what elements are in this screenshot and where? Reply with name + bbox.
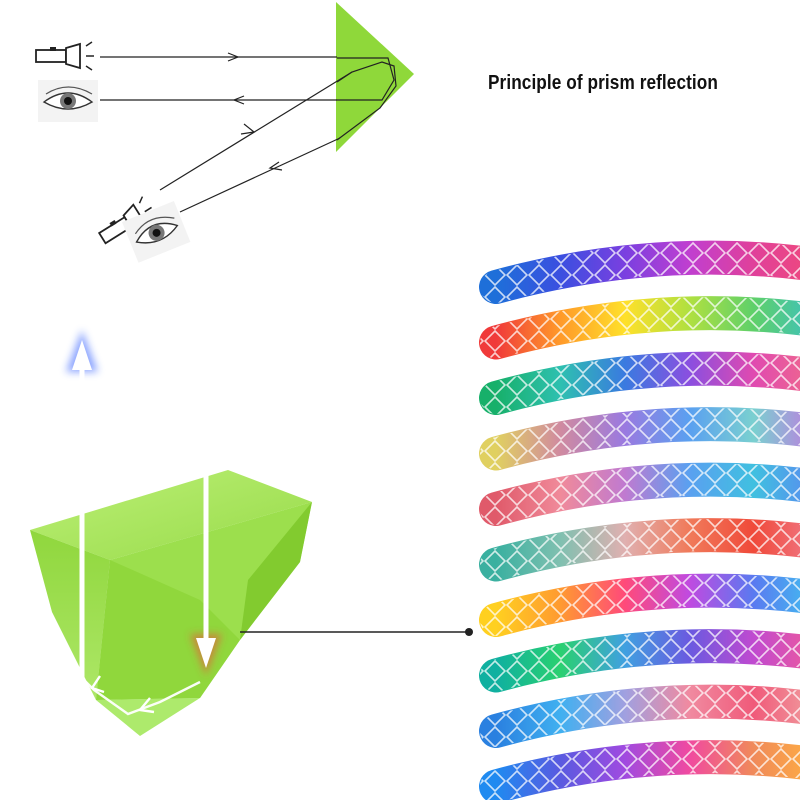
tape-strip-pattern: [480, 297, 800, 359]
tape-strip-pattern: [480, 408, 800, 470]
prism-top-face: [30, 470, 312, 560]
prism-bottom-face: [52, 612, 200, 736]
reflective-tape-strips: [479, 240, 800, 800]
eye-icon: [122, 201, 191, 263]
incoming-ray-top-arrow: [227, 52, 240, 62]
eye-icon: [38, 80, 98, 122]
flashlight-icon: [35, 41, 94, 71]
tape-strip-pattern: [480, 519, 800, 581]
pointer-dot: [465, 628, 473, 636]
returning-ray-top-arrow: [232, 95, 245, 105]
returning-ray-angled-arrow: [268, 161, 283, 171]
tape-strip-pattern: [480, 685, 800, 747]
internal-reflection-path: [83, 675, 201, 716]
tape-strip-pattern: [480, 352, 800, 414]
top-diagram: [35, 2, 414, 263]
red-ray: [190, 330, 222, 676]
incoming-ray-angled: [159, 71, 353, 191]
top-prism: [336, 2, 414, 152]
tape-strip-pattern: [480, 463, 800, 525]
incoming-ray-angled-arrow: [240, 123, 256, 135]
prism-edge-right: [240, 502, 312, 640]
returning-ray-angled: [179, 137, 341, 213]
prism-left-face: [30, 530, 110, 700]
diagram-title: Principle of prism reflection: [488, 72, 718, 94]
tape-strip-pattern: [480, 241, 800, 303]
blue-ray: [66, 330, 98, 690]
tape-strip-pattern: [480, 574, 800, 636]
prism-3d: [30, 330, 473, 736]
top-internal-ray: [336, 57, 395, 101]
tape-strip-pattern: [480, 630, 800, 692]
tape-strip-pattern: [480, 741, 800, 800]
